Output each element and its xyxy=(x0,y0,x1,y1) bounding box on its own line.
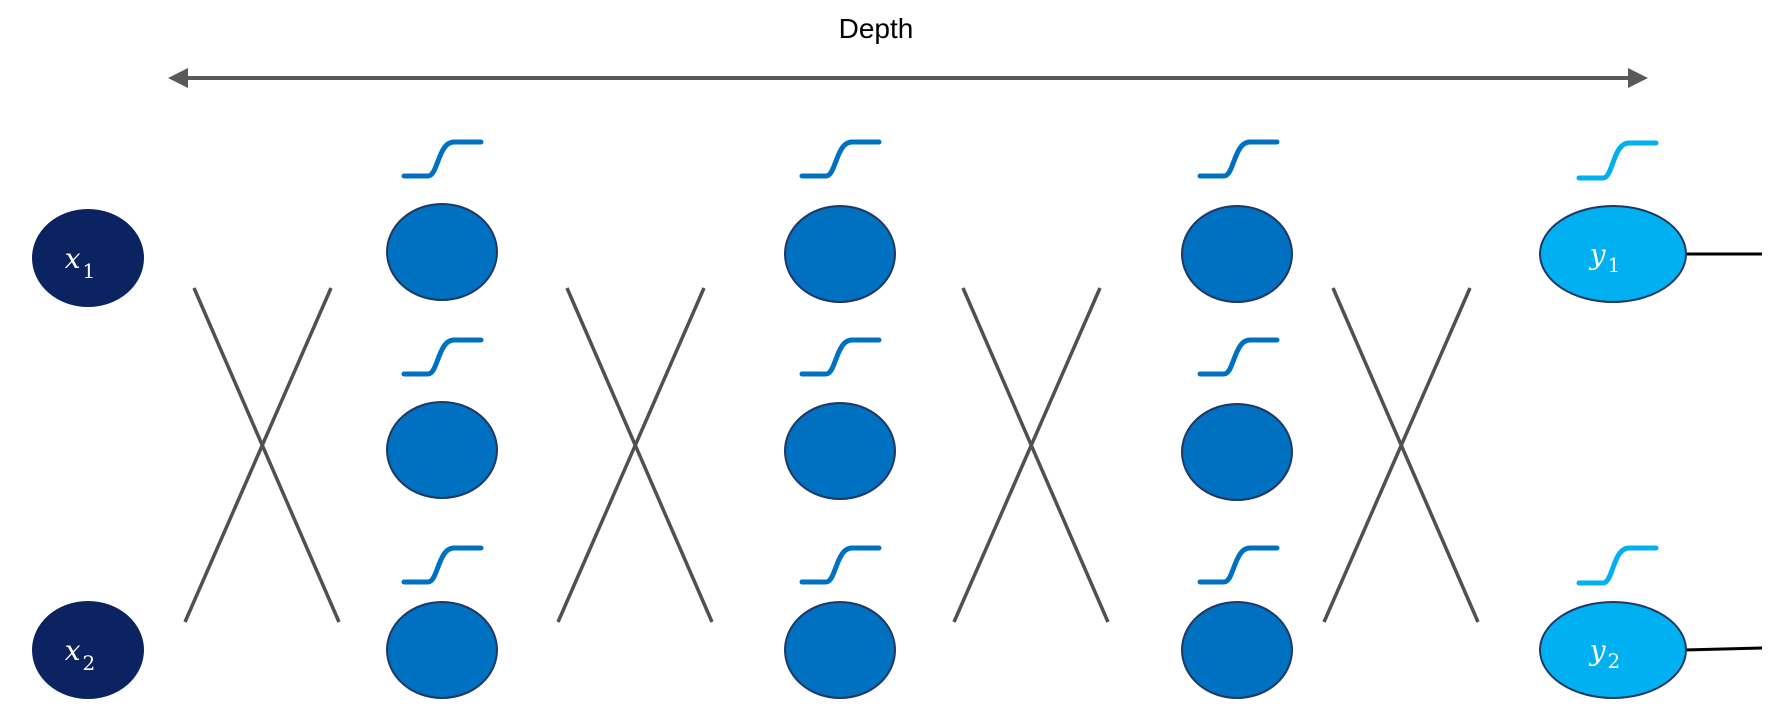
depth-title: Depth xyxy=(839,13,914,44)
connection-line xyxy=(183,287,333,623)
connection-line xyxy=(1322,287,1472,623)
input-sub: 2 xyxy=(83,651,96,675)
hidden-node xyxy=(1181,205,1293,303)
sigmoid-icon xyxy=(799,545,882,585)
connection-line xyxy=(556,287,706,623)
sigmoid-icon xyxy=(1197,139,1280,179)
output-var: y xyxy=(1588,634,1607,667)
hidden-node xyxy=(1181,601,1293,699)
sigmoid-icon xyxy=(401,139,484,179)
output-sub: 2 xyxy=(1608,649,1621,673)
sigmoid-icon xyxy=(401,337,484,377)
connection-line xyxy=(952,287,1102,623)
connections xyxy=(183,287,1480,623)
hidden-layer-2 xyxy=(784,139,896,699)
output-node-circle xyxy=(1539,601,1687,699)
connection-line xyxy=(565,287,714,623)
input-sub: 1 xyxy=(83,259,96,283)
hidden-node xyxy=(784,601,896,699)
hidden-layer-1 xyxy=(386,139,498,699)
hidden-layer-3 xyxy=(1181,139,1293,699)
hidden-node xyxy=(386,601,498,699)
sigmoid-icon xyxy=(799,337,882,377)
connection-line xyxy=(1331,287,1480,623)
hidden-node xyxy=(1181,403,1293,501)
input-var: x xyxy=(65,242,81,275)
sigmoid-icon xyxy=(1197,337,1280,377)
output-var: y xyxy=(1588,238,1607,271)
input-node-circle xyxy=(32,209,144,307)
hidden-node xyxy=(386,401,498,499)
connection-line xyxy=(192,287,341,623)
input-var: x xyxy=(65,634,81,667)
sigmoid-icon xyxy=(799,139,882,179)
sigmoid-icon xyxy=(1197,545,1280,585)
connection-line xyxy=(961,287,1110,623)
hidden-node xyxy=(784,205,896,303)
output-sub: 1 xyxy=(1608,253,1621,277)
hidden-node xyxy=(784,402,896,500)
hidden-node xyxy=(386,203,498,301)
sigmoid-icon xyxy=(1576,545,1659,586)
sigmoid-icon xyxy=(1576,140,1659,181)
output-line xyxy=(1683,646,1763,652)
output-node-circle xyxy=(1539,205,1687,303)
input-node-circle xyxy=(32,601,144,699)
sigmoid-icon xyxy=(401,545,484,585)
